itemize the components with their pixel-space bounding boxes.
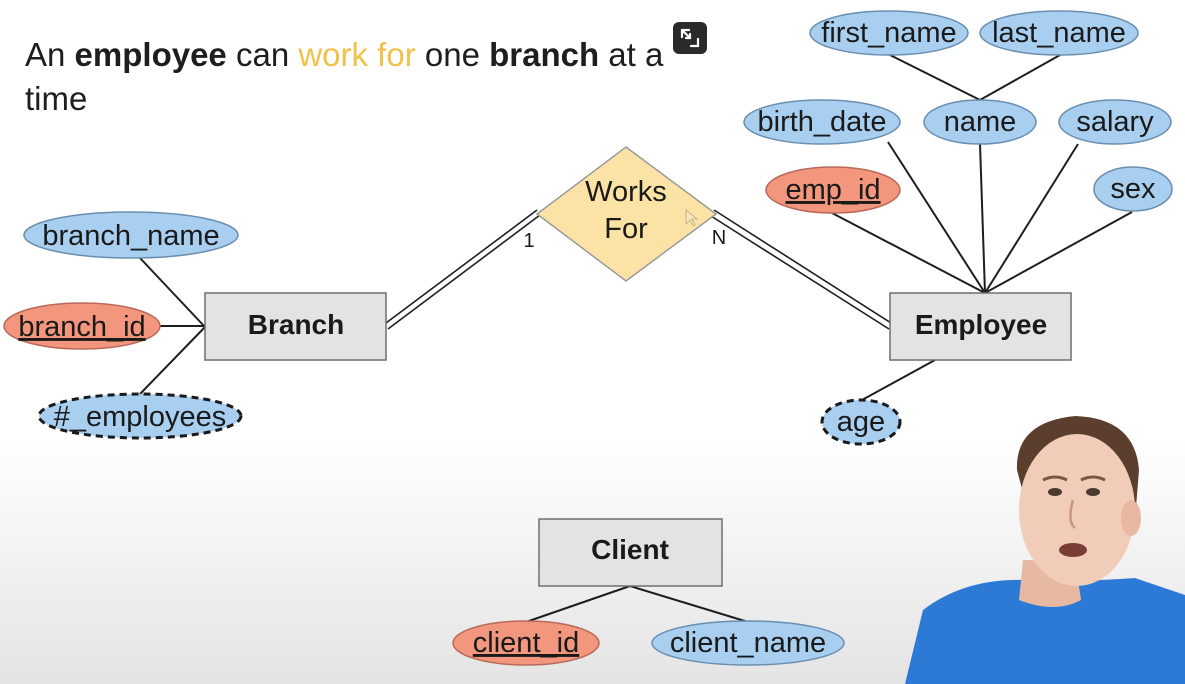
attribute-salary: salary (1058, 99, 1172, 145)
title-text-1: An (25, 36, 75, 73)
double-line-branch-b (387, 214, 541, 330)
entity-employee: Employee (889, 292, 1072, 361)
attribute-label: age (837, 406, 885, 438)
line-first-name (889, 54, 981, 101)
title-bold-branch: branch (489, 36, 600, 73)
title-text-3: one (415, 36, 490, 73)
entity-client-label: Client (591, 534, 669, 565)
line-emp-id (831, 212, 986, 294)
attribute-oval (743, 99, 901, 145)
attribute-emp-id: emp_id (765, 166, 901, 214)
exit-fullscreen-icon (680, 28, 700, 48)
relationship-label-line1: Works (585, 176, 667, 208)
attribute-oval (23, 211, 239, 259)
entity-employee-box (889, 292, 1072, 361)
key-attribute-label: branch_id (18, 311, 145, 343)
entity-client-box (538, 518, 723, 587)
attribute-client-name: client_name (651, 620, 845, 666)
attribute-num-employees: #_employees (37, 392, 243, 440)
attribute-label: salary (1076, 106, 1154, 138)
attribute-label: last_name (992, 17, 1126, 49)
line-sex (984, 211, 1133, 294)
title-highlight: work for (298, 36, 416, 73)
attribute-oval (923, 99, 1037, 145)
entity-branch-box (204, 292, 387, 361)
presenter-eye-right (1086, 488, 1100, 496)
attribute-oval (651, 620, 845, 666)
presenter-mouth (1059, 543, 1087, 557)
attribute-oval (1093, 166, 1173, 212)
attribute-oval (1058, 99, 1172, 145)
presenter-webcam-overlay (905, 416, 1185, 684)
attribute-label: branch_name (42, 220, 219, 252)
presenter-ear (1121, 500, 1141, 536)
attribute-label: #_employees (54, 401, 227, 433)
title-text-2: can (226, 36, 299, 73)
presenter-hair (1016, 416, 1139, 520)
line-birth-date (887, 141, 986, 294)
double-line-branch-a (385, 209, 538, 324)
line-name (979, 143, 986, 294)
title-bold-employee: employee (74, 36, 227, 73)
key-attribute-oval (3, 302, 161, 350)
line-client-id (525, 585, 631, 623)
cursor-icon (685, 209, 699, 227)
key-attribute-oval (765, 166, 901, 214)
relationship-diamond (535, 146, 718, 282)
attribute-age: age (820, 398, 902, 446)
line-last-name (979, 54, 1061, 101)
attribute-branch-id: branch_id (3, 302, 161, 350)
attribute-label: name (944, 106, 1017, 138)
attribute-last-name: last_name (979, 10, 1139, 56)
line-age (861, 359, 936, 401)
attribute-birth-date: birth_date (743, 99, 901, 145)
entity-branch-label: Branch (248, 309, 344, 340)
key-attribute-oval (452, 620, 600, 666)
key-attribute-label: client_id (473, 627, 579, 659)
attribute-first-name: first_name (809, 10, 969, 56)
entity-branch: Branch (204, 292, 387, 361)
presenter-eye-left (1048, 488, 1062, 496)
slide-title: An employee can work for one branch at a… (25, 33, 685, 121)
derived-attribute-oval (37, 392, 243, 440)
attribute-label: birth_date (758, 106, 887, 138)
line-client-name (629, 585, 749, 623)
attribute-client-id: client_id (452, 620, 600, 666)
exit-fullscreen-button[interactable] (673, 22, 707, 54)
attribute-label: first_name (821, 17, 956, 49)
double-line-employee-a (713, 209, 892, 324)
double-line-employee-b (710, 215, 890, 330)
presenter-shirt (905, 578, 1185, 684)
title-text-4: at a time (25, 36, 664, 117)
cardinality-branch: 1 (523, 230, 534, 252)
presenter-face (1019, 434, 1135, 586)
entity-client: Client (538, 518, 723, 587)
relationship-works-for: Works For (535, 146, 718, 282)
line-salary (984, 143, 1079, 294)
line-num-employees (139, 326, 206, 395)
entity-employee-label: Employee (915, 309, 1047, 340)
attribute-branch-name: branch_name (23, 211, 239, 259)
line-branch-name (139, 257, 206, 328)
presenter-eyebrows (1042, 475, 1106, 482)
relationship-label-line2: For (604, 213, 648, 245)
key-attribute-label: emp_id (785, 174, 880, 206)
cardinality-employee: N (712, 227, 726, 249)
connector-lines (139, 54, 1133, 623)
attribute-sex: sex (1093, 166, 1173, 212)
attribute-label: sex (1110, 173, 1156, 205)
derived-attribute-oval (820, 398, 902, 446)
presenter-nose (1069, 499, 1076, 529)
attribute-oval (979, 10, 1139, 56)
attribute-name: name (923, 99, 1037, 145)
attribute-oval (809, 10, 969, 56)
attribute-label: client_name (670, 627, 826, 659)
